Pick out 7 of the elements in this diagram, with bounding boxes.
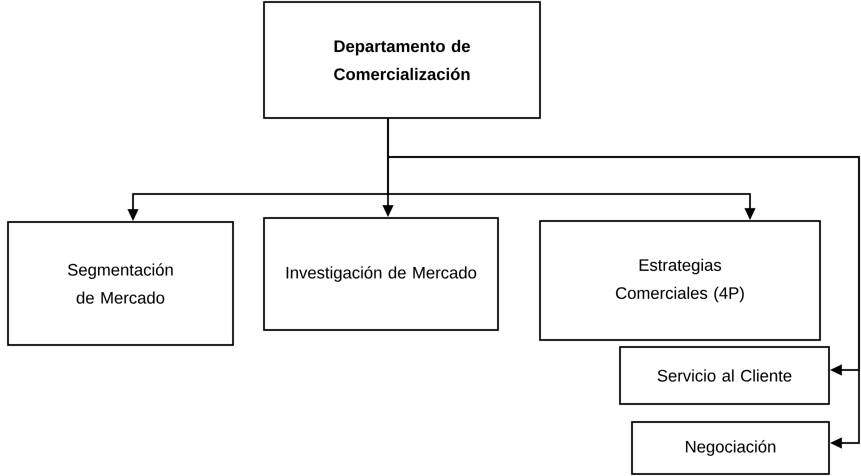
arrow [387, 118, 860, 449]
process-box: Investigación de Mercado [263, 217, 499, 331]
process-box: Negociación [631, 421, 830, 475]
process-box: Servicio al Cliente [619, 346, 830, 405]
process-box: Estrategias Comerciales (4P) [539, 220, 821, 341]
process-box: Segmentación de Mercado [7, 221, 234, 346]
department-box: Departamento de Comercialización [263, 1, 541, 119]
